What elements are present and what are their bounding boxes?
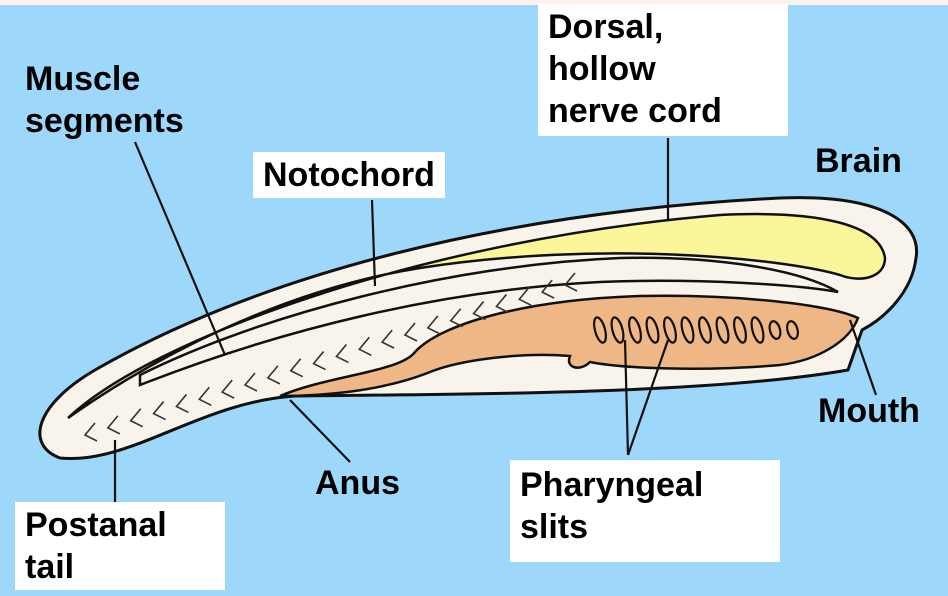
muscle-segment [518, 286, 532, 307]
muscle-segment [220, 379, 235, 399]
label-dorsal-nerve-cord: Dorsal, hollow nerve cord [538, 4, 788, 136]
gill-slit [733, 316, 747, 344]
label-line: Postanal [25, 506, 167, 544]
muscle-segment [106, 415, 121, 435]
gill-slit [750, 316, 765, 344]
muscle-segment [312, 351, 326, 371]
label-line: slits [520, 508, 589, 546]
label-line: tail [25, 548, 75, 586]
muscle-segment [380, 329, 395, 349]
top-strip [0, 0, 948, 5]
muscle-segment [175, 393, 189, 414]
label-line: Dorsal, [548, 8, 664, 46]
label-pharyngeal-slits: Pharyngeal slits [510, 460, 780, 562]
muscle-segment [358, 336, 372, 357]
muscle-segment [563, 272, 578, 292]
muscle-segment [266, 365, 281, 385]
gill-slit [698, 316, 712, 344]
gill-slits [593, 316, 799, 344]
gill-slit [786, 320, 799, 340]
gill-slit [628, 316, 642, 344]
label-line: Pharyngeal [520, 466, 704, 504]
muscle-segment [198, 386, 212, 407]
label-mouth: Mouth [818, 392, 920, 430]
gill-slit [610, 316, 625, 344]
label-postanal-tail: Postanal tail [15, 502, 225, 590]
label-muscle-segments: Muscle segments [25, 58, 184, 142]
gill-slit [768, 320, 782, 340]
label-notochord: Notochord [253, 152, 445, 198]
muscle-segment [152, 401, 166, 421]
pharynx [279, 294, 860, 398]
label-line: Muscle [25, 60, 141, 98]
gill-slit [645, 316, 660, 344]
gill-slit [715, 316, 730, 344]
muscle-segment [426, 315, 441, 335]
muscle-segment [403, 322, 418, 342]
muscle-segment [472, 301, 486, 321]
notochord [138, 256, 839, 387]
gill-slit [680, 316, 695, 344]
leader-lines [113, 138, 878, 502]
gill-slit [593, 316, 607, 344]
muscle-segment [495, 293, 509, 314]
label-line: segments [25, 102, 184, 140]
muscle-segment [243, 372, 258, 392]
muscle-segment [129, 408, 144, 428]
label-line: hollow [548, 50, 656, 88]
muscle-segment [540, 279, 555, 299]
muscle-segment [449, 308, 464, 328]
muscle-segment [289, 358, 304, 378]
label-anus: Anus [315, 464, 400, 502]
muscle-segments [83, 272, 578, 442]
label-brain: Brain [815, 142, 902, 180]
muscle-segment [335, 343, 349, 364]
label-line: nerve cord [548, 92, 722, 130]
gill-slit [663, 316, 677, 344]
muscle-segment [83, 422, 98, 442]
